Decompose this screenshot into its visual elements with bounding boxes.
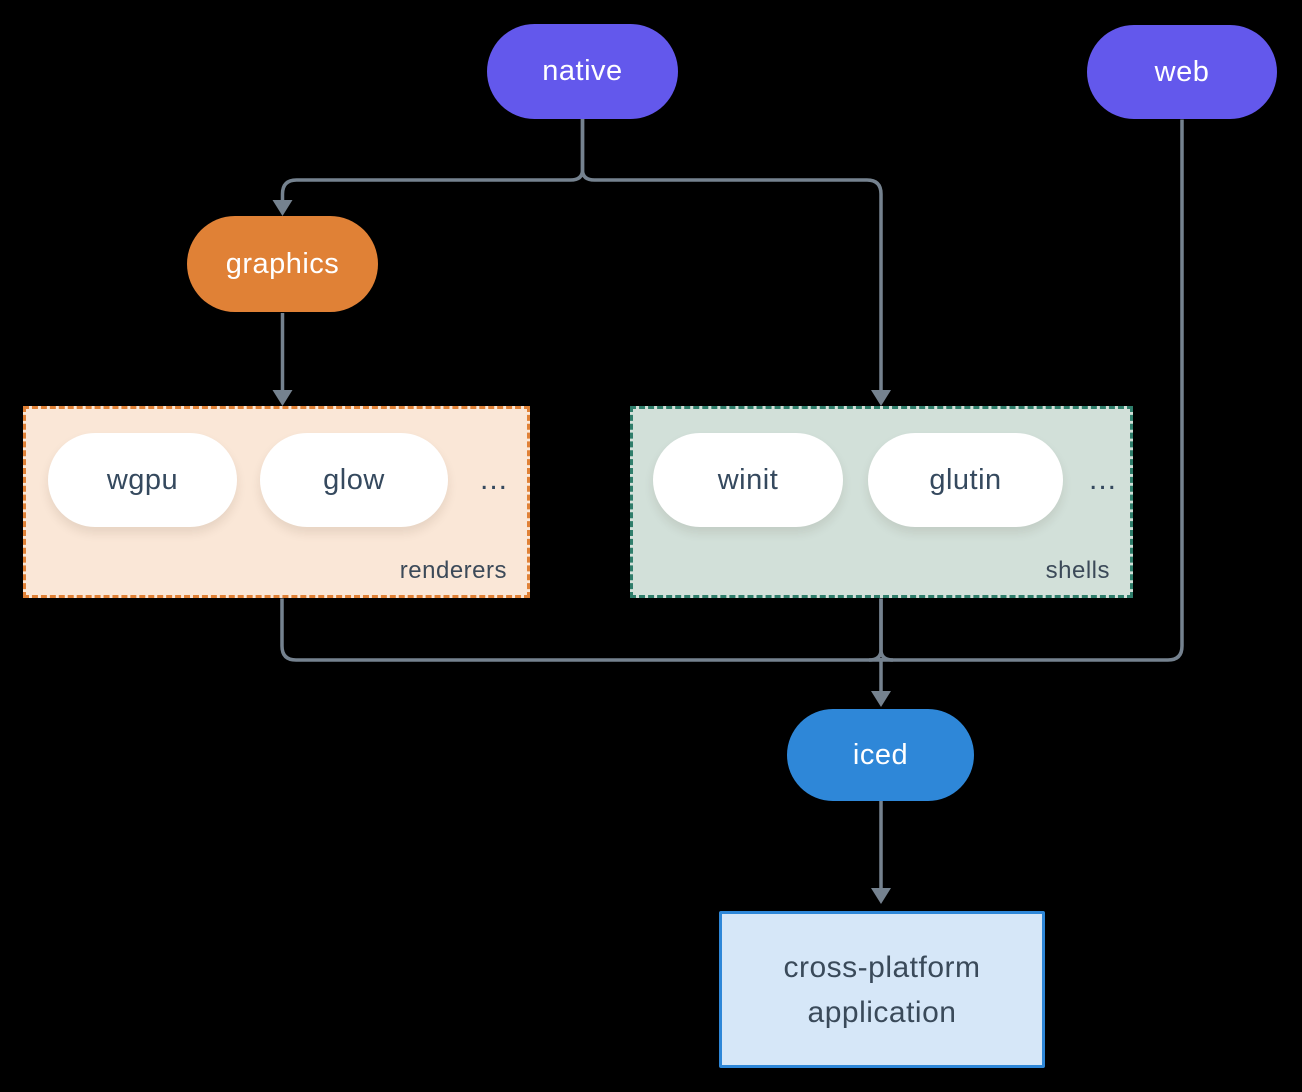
node-wgpu: wgpu	[48, 433, 237, 527]
edge-native-to-graphics	[280, 119, 585, 201]
renderers-ellipsis: ...	[479, 463, 508, 496]
edge-shells-to-junction-flare	[879, 598, 894, 662]
arrowhead-graphics	[272, 200, 293, 216]
arrowhead-renderers	[272, 390, 293, 406]
arrowhead-iced	[871, 691, 891, 707]
shells-group-label: shells	[1045, 557, 1110, 584]
node-glutin-label: glutin	[929, 463, 1002, 496]
node-graphics: graphics	[187, 216, 378, 312]
node-graphics-label: graphics	[225, 247, 340, 280]
edge-renderers-to-junction	[280, 598, 881, 662]
node-wgpu-label: wgpu	[106, 463, 179, 496]
node-winit: winit	[653, 433, 843, 527]
edge-native-to-shells	[580, 119, 883, 391]
node-cross-platform-application: cross-platform application	[719, 911, 1045, 1068]
arrowhead-app	[871, 888, 891, 904]
node-web-label: web	[1154, 55, 1210, 88]
node-winit-label: winit	[717, 463, 779, 496]
group-renderers: wgpu glow ... renderers	[23, 406, 530, 598]
arrowhead-shells	[871, 390, 891, 406]
node-iced-label: iced	[852, 738, 909, 771]
renderers-group-label: renderers	[399, 557, 507, 584]
group-shells: winit glutin ... shells	[630, 406, 1133, 598]
node-web: web	[1087, 25, 1277, 119]
node-native: native	[487, 24, 678, 119]
node-iced: iced	[787, 709, 974, 801]
shells-ellipsis: ...	[1088, 463, 1117, 496]
node-glow-label: glow	[323, 463, 385, 496]
app-label-line2: application	[807, 995, 957, 1029]
node-glow: glow	[260, 433, 448, 527]
node-native-label: native	[542, 55, 623, 87]
edge-web-to-junction	[881, 119, 1184, 662]
node-glutin: glutin	[868, 433, 1063, 527]
edge-shells-to-junction	[868, 598, 883, 662]
app-label-line1: cross-platform	[783, 950, 981, 984]
